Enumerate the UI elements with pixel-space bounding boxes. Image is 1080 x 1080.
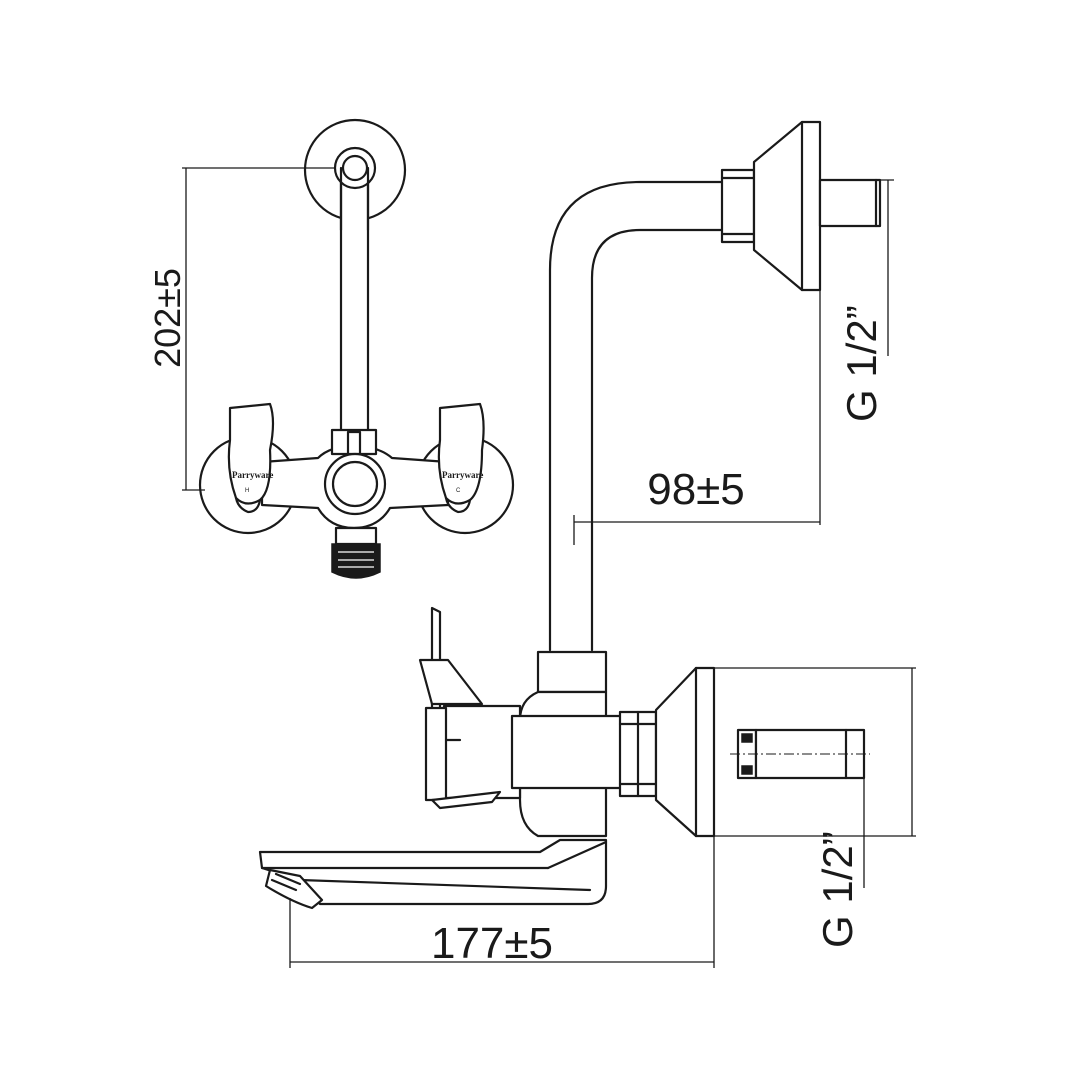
dim-spout-reach-label: 177±5 [431,919,553,968]
upper-nut [720,168,756,244]
front-view: Parryware Parryware H C 202±5 [147,118,515,579]
dim-upper-thread-label: G 1/2” [838,305,885,422]
front-aerator [331,543,381,579]
front-outlet-neck [334,526,378,546]
upper-inlet-stub [818,178,882,228]
dim-upper-thread: G 1/2” [838,179,894,422]
side-view: G 1/2” 98±5 [258,120,916,968]
lower-wall-flange [654,666,716,838]
front-riser-pipe [339,166,370,434]
dim-spout-reach: 177±5 [289,836,715,968]
right-lever-handle [437,402,485,505]
body-top-collar [536,650,608,694]
dim-overall-height: 202±5 [147,167,335,491]
valve-cartridge-housing [442,704,522,800]
side-riser-pipe [548,180,724,652]
left-handle-brand: Parryware [232,470,273,480]
side-lever-arm [418,658,484,706]
dim-overall-height-label: 202±5 [147,268,188,368]
hot-mark: H [245,488,249,494]
left-lever-handle [227,402,275,505]
dim-lower-thread-label: G 1/2” [814,831,861,948]
dim-inlet-offset-label: 98±5 [647,465,745,514]
dim-lower-thread: G 1/2” [814,730,865,948]
cold-mark: C [456,488,461,494]
upper-wall-flange [752,120,822,292]
right-handle-brand: Parryware [442,470,483,480]
dim-lower-flange-height [714,667,916,837]
lower-inlet-connector [730,728,870,780]
dim-inlet-offset: 98±5 [573,290,821,545]
